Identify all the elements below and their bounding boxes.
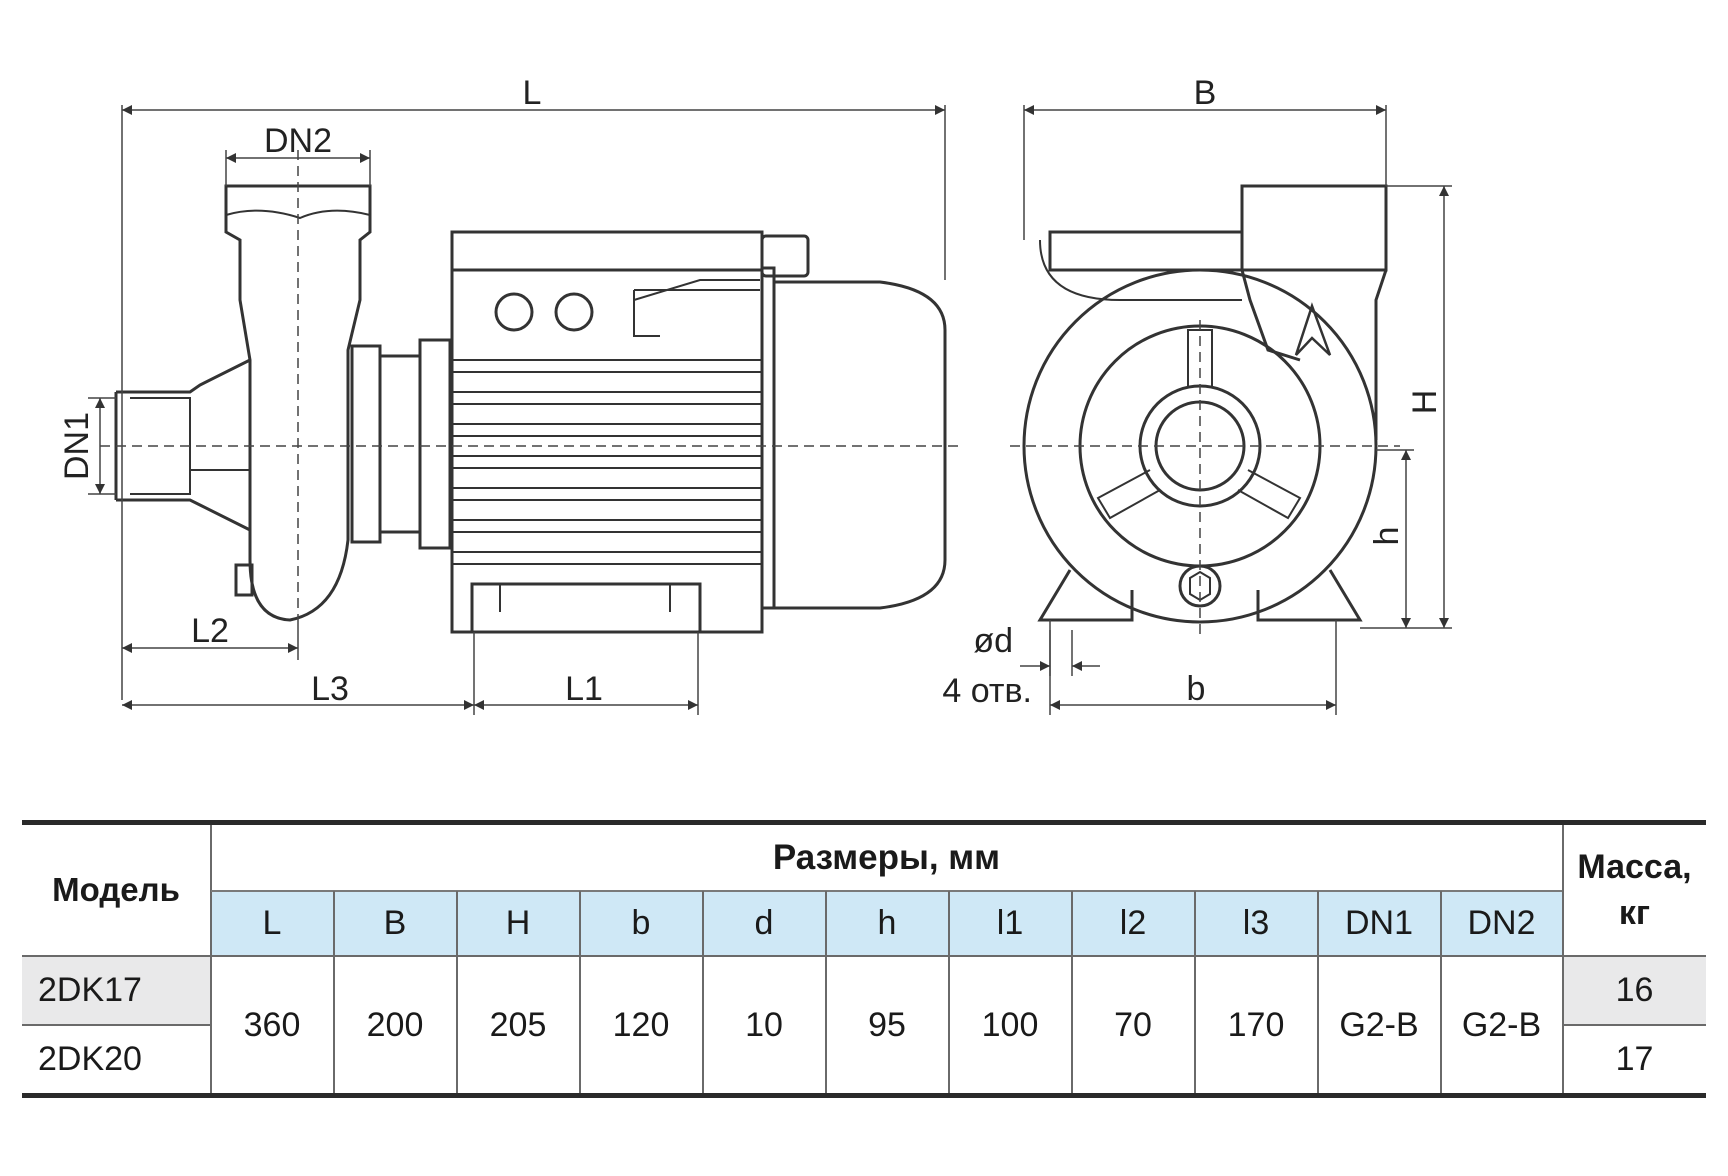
label-b: b xyxy=(1187,670,1206,708)
header-model: Модель xyxy=(52,871,180,908)
header-mass: Масса, кг xyxy=(1563,825,1706,955)
label-L1: L1 xyxy=(565,670,603,708)
col-header-DN2: DN2 xyxy=(1467,903,1536,942)
label-L2: L2 xyxy=(191,612,229,650)
row-model-2DK17: 2DK17 xyxy=(22,957,210,1024)
label-h: h xyxy=(1368,527,1406,546)
col-header-h: h xyxy=(877,903,897,942)
value-b: 120 xyxy=(612,1005,670,1044)
value-L: 360 xyxy=(243,1005,301,1044)
label-L: L xyxy=(523,74,542,112)
label-DN1: DN1 xyxy=(58,412,96,480)
value-l2: 70 xyxy=(1114,1005,1152,1044)
header-mass-line2: кг xyxy=(1618,894,1651,932)
dimensions-table: Модель Размеры, мм Масса, кг L B H b d h… xyxy=(22,820,1706,1098)
col-header-DN1: DN1 xyxy=(1344,903,1414,942)
row-model-2DK20: 2DK20 xyxy=(38,1039,142,1078)
label-DN2: DN2 xyxy=(264,122,332,160)
header-dimensions: Размеры, мм xyxy=(772,837,1001,877)
label-holes: 4 отв. xyxy=(942,672,1032,710)
value-DN1: G2-B xyxy=(1339,1005,1419,1044)
value-l1: 100 xyxy=(981,1005,1039,1044)
label-B: B xyxy=(1194,74,1217,112)
label-L3: L3 xyxy=(311,670,349,708)
value-d: 10 xyxy=(745,1005,783,1044)
side-view xyxy=(114,184,947,634)
value-H: 205 xyxy=(489,1005,547,1044)
col-header-H: H xyxy=(505,903,531,942)
value-h: 95 xyxy=(868,1005,906,1044)
value-DN2: G2-B xyxy=(1461,1005,1542,1044)
col-header-d: d xyxy=(754,903,774,942)
label-od: ød xyxy=(973,622,1013,660)
col-header-b: b xyxy=(631,903,651,942)
col-header-B: B xyxy=(383,903,407,942)
col-header-l2: l2 xyxy=(1119,903,1147,942)
col-header-l3: l3 xyxy=(1242,903,1270,942)
col-header-l1: l1 xyxy=(996,903,1024,942)
label-H: H xyxy=(1406,390,1444,415)
row-mass-2DK20: 17 xyxy=(1615,1039,1654,1078)
pump-dimension-drawing: L DN2 DN1 L2 L3 L1 xyxy=(58,74,1452,715)
row-mass-2DK17: 16 xyxy=(1563,957,1706,1024)
value-B: 200 xyxy=(366,1005,424,1044)
value-l3: 170 xyxy=(1227,1005,1285,1044)
front-view xyxy=(1022,184,1388,624)
col-header-L: L xyxy=(262,903,282,942)
header-mass-line1: Масса, xyxy=(1577,848,1692,886)
